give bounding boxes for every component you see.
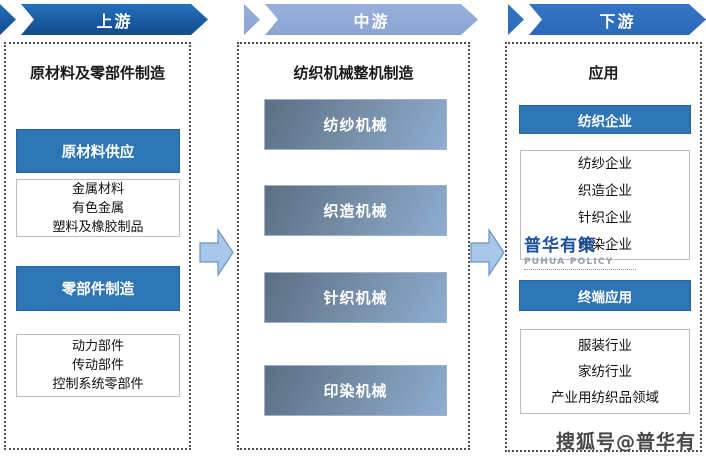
banner-midstream-label: 中游 — [353, 11, 390, 31]
parts-manufacturing-header: 零部件制造 — [16, 266, 180, 311]
list-item: 塑料及橡胶制品 — [52, 219, 144, 235]
puhua-watermark-cn: 普华有策 — [524, 236, 596, 256]
list-item: 服装行业 — [578, 337, 632, 354]
textile-enterprise-list: 纺纱企业 织造企业 针织企业 印染企业 — [520, 150, 690, 260]
downstream-title: 应用 — [588, 64, 619, 82]
knitting-machinery-box: 针织机械 — [264, 272, 447, 323]
list-item: 控制系统零部件 — [52, 377, 144, 392]
banner-downstream-label: 下游 — [599, 11, 636, 31]
list-item: 产业用纺织品领域 — [551, 389, 659, 406]
list-item: 纺纱企业 — [578, 156, 632, 172]
banner-upstream-label: 上游 — [96, 11, 133, 31]
list-item: 印染企业 — [578, 237, 632, 253]
list-item: 传动部件 — [71, 358, 124, 373]
midstream-column: 纺织机械整机制造 纺纱机械 织造机械 针织机械 印染机械 — [237, 42, 470, 450]
chevron-banner-shape: 下游 — [529, 4, 706, 35]
banner-downstream: 下游 — [508, 4, 706, 35]
textile-enterprise-header: 纺织企业 — [519, 105, 691, 134]
chevron-tail-icon — [508, 4, 524, 35]
banner-midstream: 中游 — [244, 4, 478, 35]
chevron-tail-icon — [244, 4, 260, 35]
raw-material-supply-header: 原材料供应 — [16, 129, 180, 173]
right-arrow-icon — [470, 228, 505, 277]
list-item: 织造企业 — [578, 183, 632, 199]
midstream-title: 纺织机械整机制造 — [293, 64, 414, 82]
list-item: 动力部件 — [71, 339, 124, 354]
downstream-column: 应用 纺织企业 纺纱企业 织造企业 针织企业 印染企业 终端应用 服装行业 家纺… — [505, 42, 702, 452]
terminal-application-header: 终端应用 — [519, 280, 691, 311]
upstream-title: 原材料及零部件制造 — [29, 64, 165, 82]
puhua-watermark: 普华有策 PUHUA POLICY — [524, 231, 636, 270]
chevron-tail-icon — [0, 4, 16, 35]
list-item: 家纺行业 — [578, 363, 632, 380]
weaving-machinery-box: 织造机械 — [264, 185, 447, 236]
banner-upstream: 上游 — [0, 4, 208, 35]
chevron-banner-shape: 上游 — [21, 4, 208, 35]
list-item: 针织企业 — [578, 210, 632, 226]
terminal-application-list: 服装行业 家纺行业 产业用纺织品领域 — [520, 329, 690, 414]
sohu-watermark: 搜狐号@普华有策 — [556, 431, 697, 453]
parts-list: 动力部件 传动部件 控制系统零部件 — [16, 334, 180, 397]
spinning-machinery-box: 纺纱机械 — [264, 99, 447, 150]
right-arrow-icon — [199, 228, 234, 277]
chevron-banner-shape: 中游 — [265, 4, 478, 35]
list-item: 有色金属 — [71, 200, 124, 216]
raw-material-list: 金属材料 有色金属 塑料及橡胶制品 — [16, 179, 180, 237]
list-item: 金属材料 — [71, 181, 124, 197]
puhua-watermark-en: PUHUA POLICY — [524, 257, 614, 267]
upstream-column: 原材料及零部件制造 原材料供应 金属材料 有色金属 塑料及橡胶制品 零部件制造 … — [4, 42, 191, 450]
dyeing-machinery-box: 印染机械 — [264, 365, 447, 416]
